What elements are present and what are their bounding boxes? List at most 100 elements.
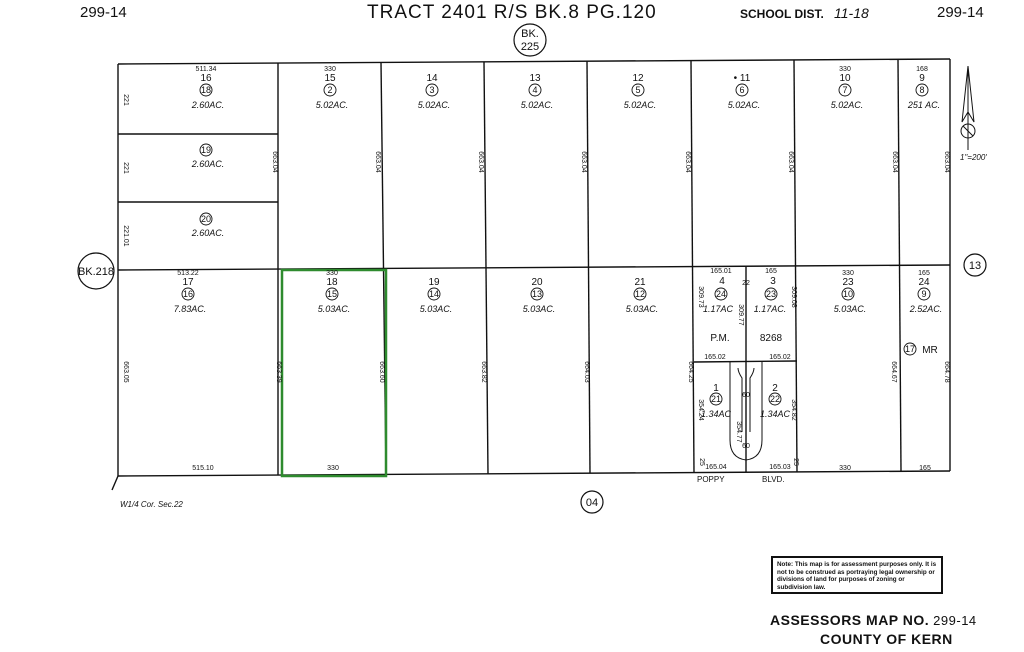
dim-top-depth-1: 663.04 [374,151,381,173]
road-04-circle [580,490,604,514]
pm-lot-3: 3 [770,276,776,287]
parcel-number: 4 [532,85,537,95]
parcel-circle [917,287,931,301]
parcel-circle [631,83,645,97]
parcel-width: 165 [918,270,930,277]
dim-top-depth-6: 663.04 [891,151,898,173]
pm-parcel-23: 23 [766,289,776,299]
pm-dim-bot-left: 165.04 [705,464,727,471]
mr-label: MR [922,345,938,356]
book-218-label: BK.218 [78,266,114,278]
pm-acres-21: 1.34AC [701,409,732,419]
lot-number: 12 [632,73,644,84]
book-225-label-a: BK. [521,28,539,40]
lot-number: 14 [426,73,438,84]
parcel-acres: 5.02AC. [316,100,349,110]
dim-top-depth-7: 663.04 [943,151,950,173]
parcel-width: 330 [326,270,338,277]
parcel-circle [181,287,195,301]
north-arrow-icon [960,65,976,150]
pm-acres-24: 1.17AC [703,304,734,314]
dim-bottom-depth-5: 664.25 [687,361,694,383]
parcel-circle [199,83,213,97]
pm-dim-mid-right: 165.02 [769,354,791,361]
pm-dim-25a: 25 [698,458,705,466]
pm-dim-top-right: 165 [765,268,777,275]
parcel-number: 7 [842,85,847,95]
parcel-width: 513.22 [177,270,199,277]
road-13-circle [963,253,987,277]
parcel-circle [325,287,339,301]
parcel-number: 8 [919,85,924,95]
lot-number: 21 [634,277,646,288]
parcel-acres: 5.03AC. [523,304,556,314]
dim-top-depth-3: 663.04 [580,151,587,173]
dim-bottom-width-0: 515.10 [192,465,214,472]
dim-bottom-depth-1: 663.39 [275,361,282,383]
parcel-number: 13 [532,289,542,299]
parcel-acres: 5.03AC. [626,304,659,314]
lot-number: 10 [839,73,851,84]
dim-bottom-depth-6: 664.67 [890,361,897,383]
book-225-circle [513,23,547,57]
school-dist-label: SCHOOL DIST. [740,7,824,21]
pm-parcel-23-circle [764,287,778,301]
parcel-number: 2 [327,85,332,95]
lot-number: 19 [428,277,440,288]
lot-number: 18 [326,277,338,288]
pm-dim-mid-left: 165.02 [704,354,726,361]
parcel-circle [735,83,749,97]
parcel-number: 10 [843,289,853,299]
lot-number: 13 [529,73,541,84]
map-scale: 1"=200' [960,153,987,162]
pm-dim-v2: 309.77 [737,304,744,326]
parcel-circle [427,287,441,301]
pm-dim-v4: 354.24 [697,399,704,421]
parcel-circle [530,287,544,301]
map-number-left: 299-14 [80,4,127,21]
parcel-number: 6 [739,85,744,95]
parcel-width: 330 [842,270,854,277]
highlighted-parcel-15[interactable] [280,268,388,478]
parcel-circle [528,83,542,97]
dim-bottom-width-3: 165 [919,465,931,472]
parcel-width: 168 [916,66,928,73]
dim-bottom-depth-0: 663.05 [122,361,129,383]
mr-parcel-circle [903,342,917,356]
parcel-acres: 5.03AC. [318,304,351,314]
pm-dim-v1: 309.73 [697,286,704,308]
pm-parcel-22: 22 [770,394,780,404]
pm-number: 8268 [760,333,783,344]
parcel-number: 19 [201,145,211,155]
pm-parcel-21-circle [709,392,723,406]
lot-number: 20 [531,277,543,288]
dim-bottom-depth-2: 663.60 [378,361,385,383]
parcel-acres: 5.02AC. [831,100,864,110]
pm-dim-v5: 354.77 [735,421,742,443]
parcel-circle [425,83,439,97]
parcel-circle [841,287,855,301]
dim-top-depth-4: 663.04 [684,151,691,173]
parcel-acres: 2.52AC. [909,304,943,314]
dim-left-2: 221 [122,162,129,174]
parcel-circle [633,287,647,301]
